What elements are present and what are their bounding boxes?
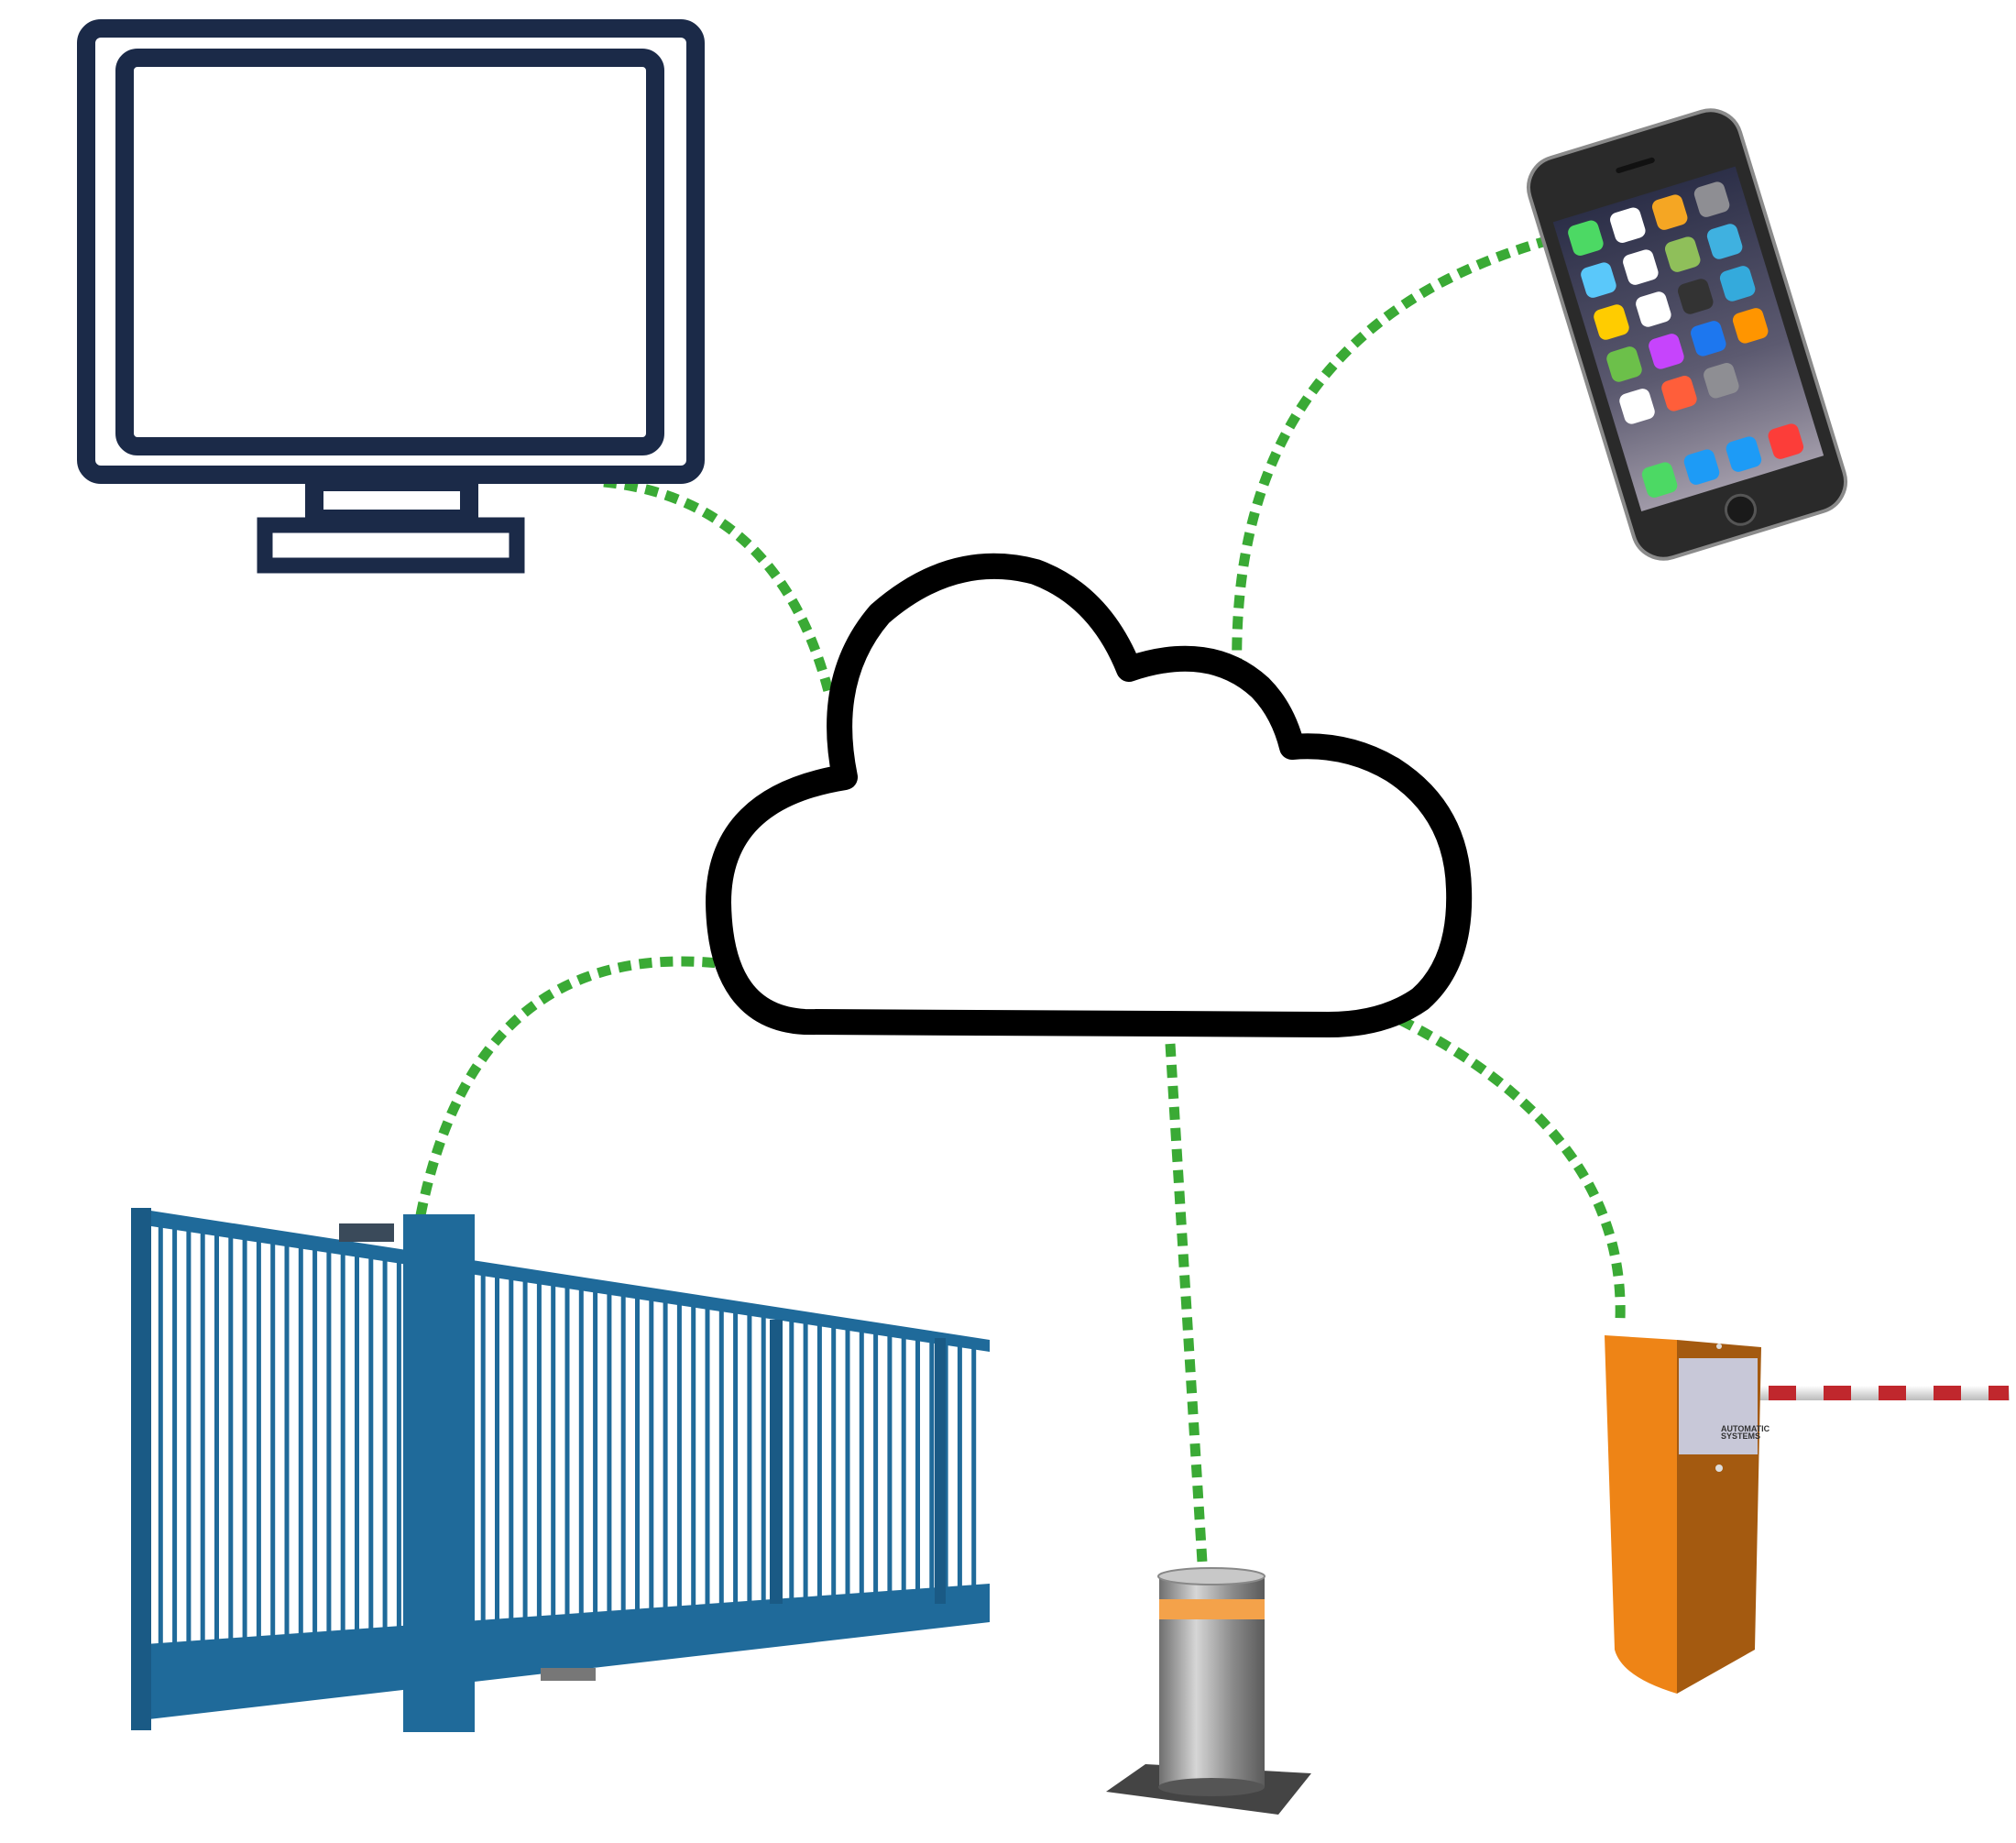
smartphone-icon <box>1527 108 1847 561</box>
connector-bollard-cloud <box>1165 1043 1208 1563</box>
barrier-logo-line2: SYSTEMS <box>1721 1432 1760 1441</box>
connector-phone-cloud <box>1232 235 1551 676</box>
monitor-icon <box>77 19 705 574</box>
connector-monitor-cloud <box>603 477 835 697</box>
barrier-logo-line1: AUTOMATIC <box>1721 1424 1770 1433</box>
connector-barrier-cloud <box>1379 1006 1626 1321</box>
app-grid <box>1568 181 1804 498</box>
sliding-gate-icon: (function(){ const g=document.currentScr… <box>131 1208 990 1732</box>
connector-gate-cloud <box>415 956 728 1217</box>
bollard-icon <box>1106 1567 1311 1815</box>
barrier-gate-icon: AUTOMATIC SYSTEMS <box>1605 1335 2010 1694</box>
cloud-icon <box>706 553 1473 1037</box>
connectors <box>415 235 1626 1563</box>
